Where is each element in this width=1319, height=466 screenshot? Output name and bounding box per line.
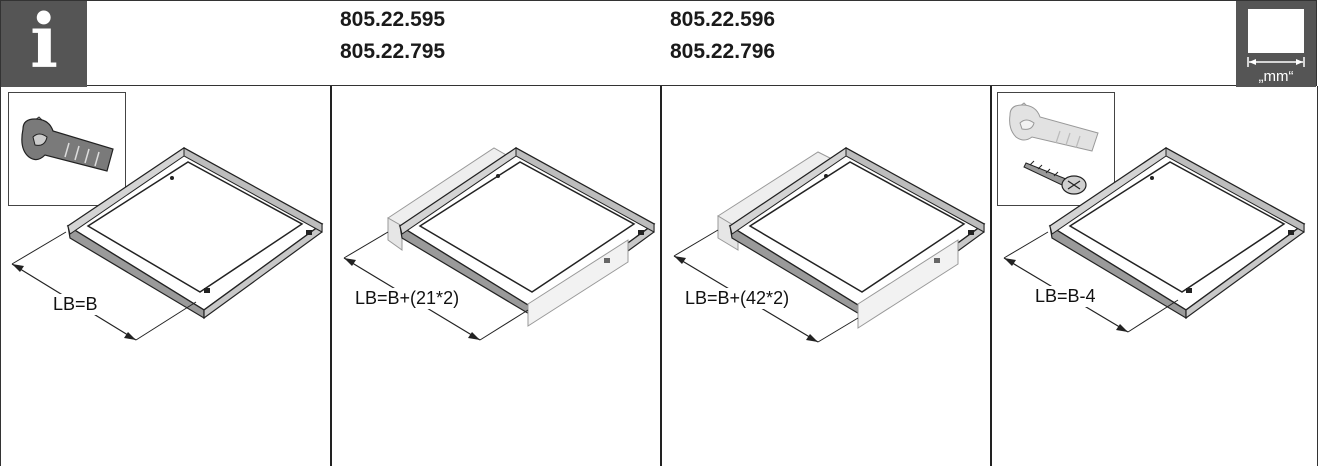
article-code: 805.22.596 bbox=[670, 8, 776, 31]
panel-reduced: LB=B-4 bbox=[992, 0, 1317, 380]
panel-standard: LB=B bbox=[0, 0, 330, 380]
frame-drawing bbox=[673, 147, 986, 343]
dimension-label: LB=B+(21*2) bbox=[354, 288, 461, 309]
header-bar: i „mm“ bbox=[0, 0, 1317, 87]
info-glyph: i bbox=[29, 0, 59, 85]
dimension-label: LB=B+(42*2) bbox=[684, 288, 791, 309]
article-code: 805.22.796 bbox=[670, 40, 776, 63]
panel-extended-21: 805.22.595 805.22.795 LB=B+(21*2) bbox=[332, 0, 660, 380]
dimension-label: LB=B-4 bbox=[1034, 286, 1097, 307]
article-codes: 805.22.595 805.22.795 bbox=[340, 4, 445, 68]
frame-drawing bbox=[343, 147, 656, 341]
article-code: 805.22.795 bbox=[340, 40, 446, 63]
unit-label: „mm“ bbox=[1258, 68, 1294, 85]
panel-extended-42: 805.22.596 805.22.796 LB=B+(42*2) bbox=[662, 0, 990, 380]
accessory-inset bbox=[8, 92, 126, 206]
dimension-label: LB=B bbox=[52, 294, 99, 315]
info-icon: i bbox=[1, 1, 87, 87]
frame-drawing bbox=[1003, 147, 1306, 333]
article-codes: 805.22.596 805.22.796 bbox=[670, 4, 775, 68]
right-border bbox=[1317, 86, 1318, 466]
panel-divider bbox=[330, 86, 332, 466]
left-border bbox=[0, 86, 1, 466]
frame-drawing bbox=[11, 147, 324, 341]
clip-and-screw-icon bbox=[1009, 102, 1099, 195]
panel-divider bbox=[660, 86, 662, 466]
accessory-inset bbox=[997, 92, 1115, 206]
wrench-clip-icon bbox=[21, 116, 114, 172]
measurement-unit-icon: „mm“ bbox=[1236, 1, 1316, 87]
article-code: 805.22.595 bbox=[340, 8, 446, 31]
panel-divider bbox=[990, 86, 992, 466]
